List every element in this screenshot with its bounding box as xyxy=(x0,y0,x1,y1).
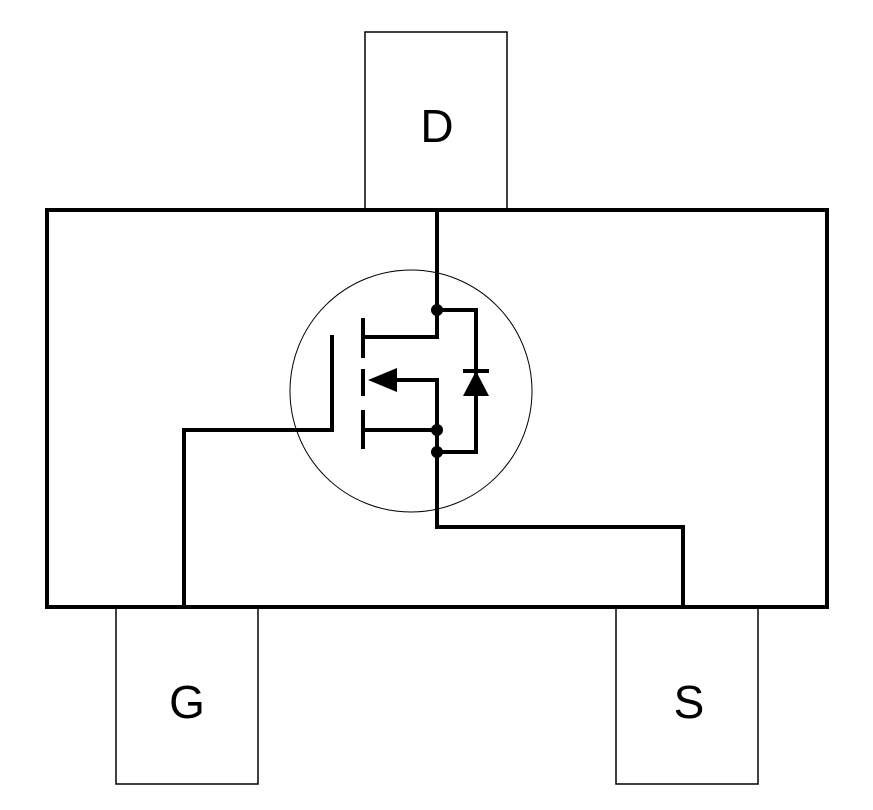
drain-pin-tab xyxy=(364,31,508,211)
junction-dot-drain xyxy=(431,304,443,316)
transistor-circle xyxy=(289,269,533,513)
body-wire xyxy=(395,378,439,430)
drain-pin-label: D xyxy=(420,100,453,152)
drain-wire xyxy=(363,210,439,339)
diode-icon xyxy=(463,371,489,396)
junction-dot-source xyxy=(431,424,443,436)
source-wire xyxy=(363,428,685,607)
gate-pin-label: G xyxy=(169,676,205,728)
gate-pin-tab xyxy=(115,605,259,785)
junction-dot-diode xyxy=(431,446,443,458)
body-arrow-icon xyxy=(368,368,397,392)
gate-wire xyxy=(182,335,334,607)
source-pin-label: S xyxy=(674,676,705,728)
